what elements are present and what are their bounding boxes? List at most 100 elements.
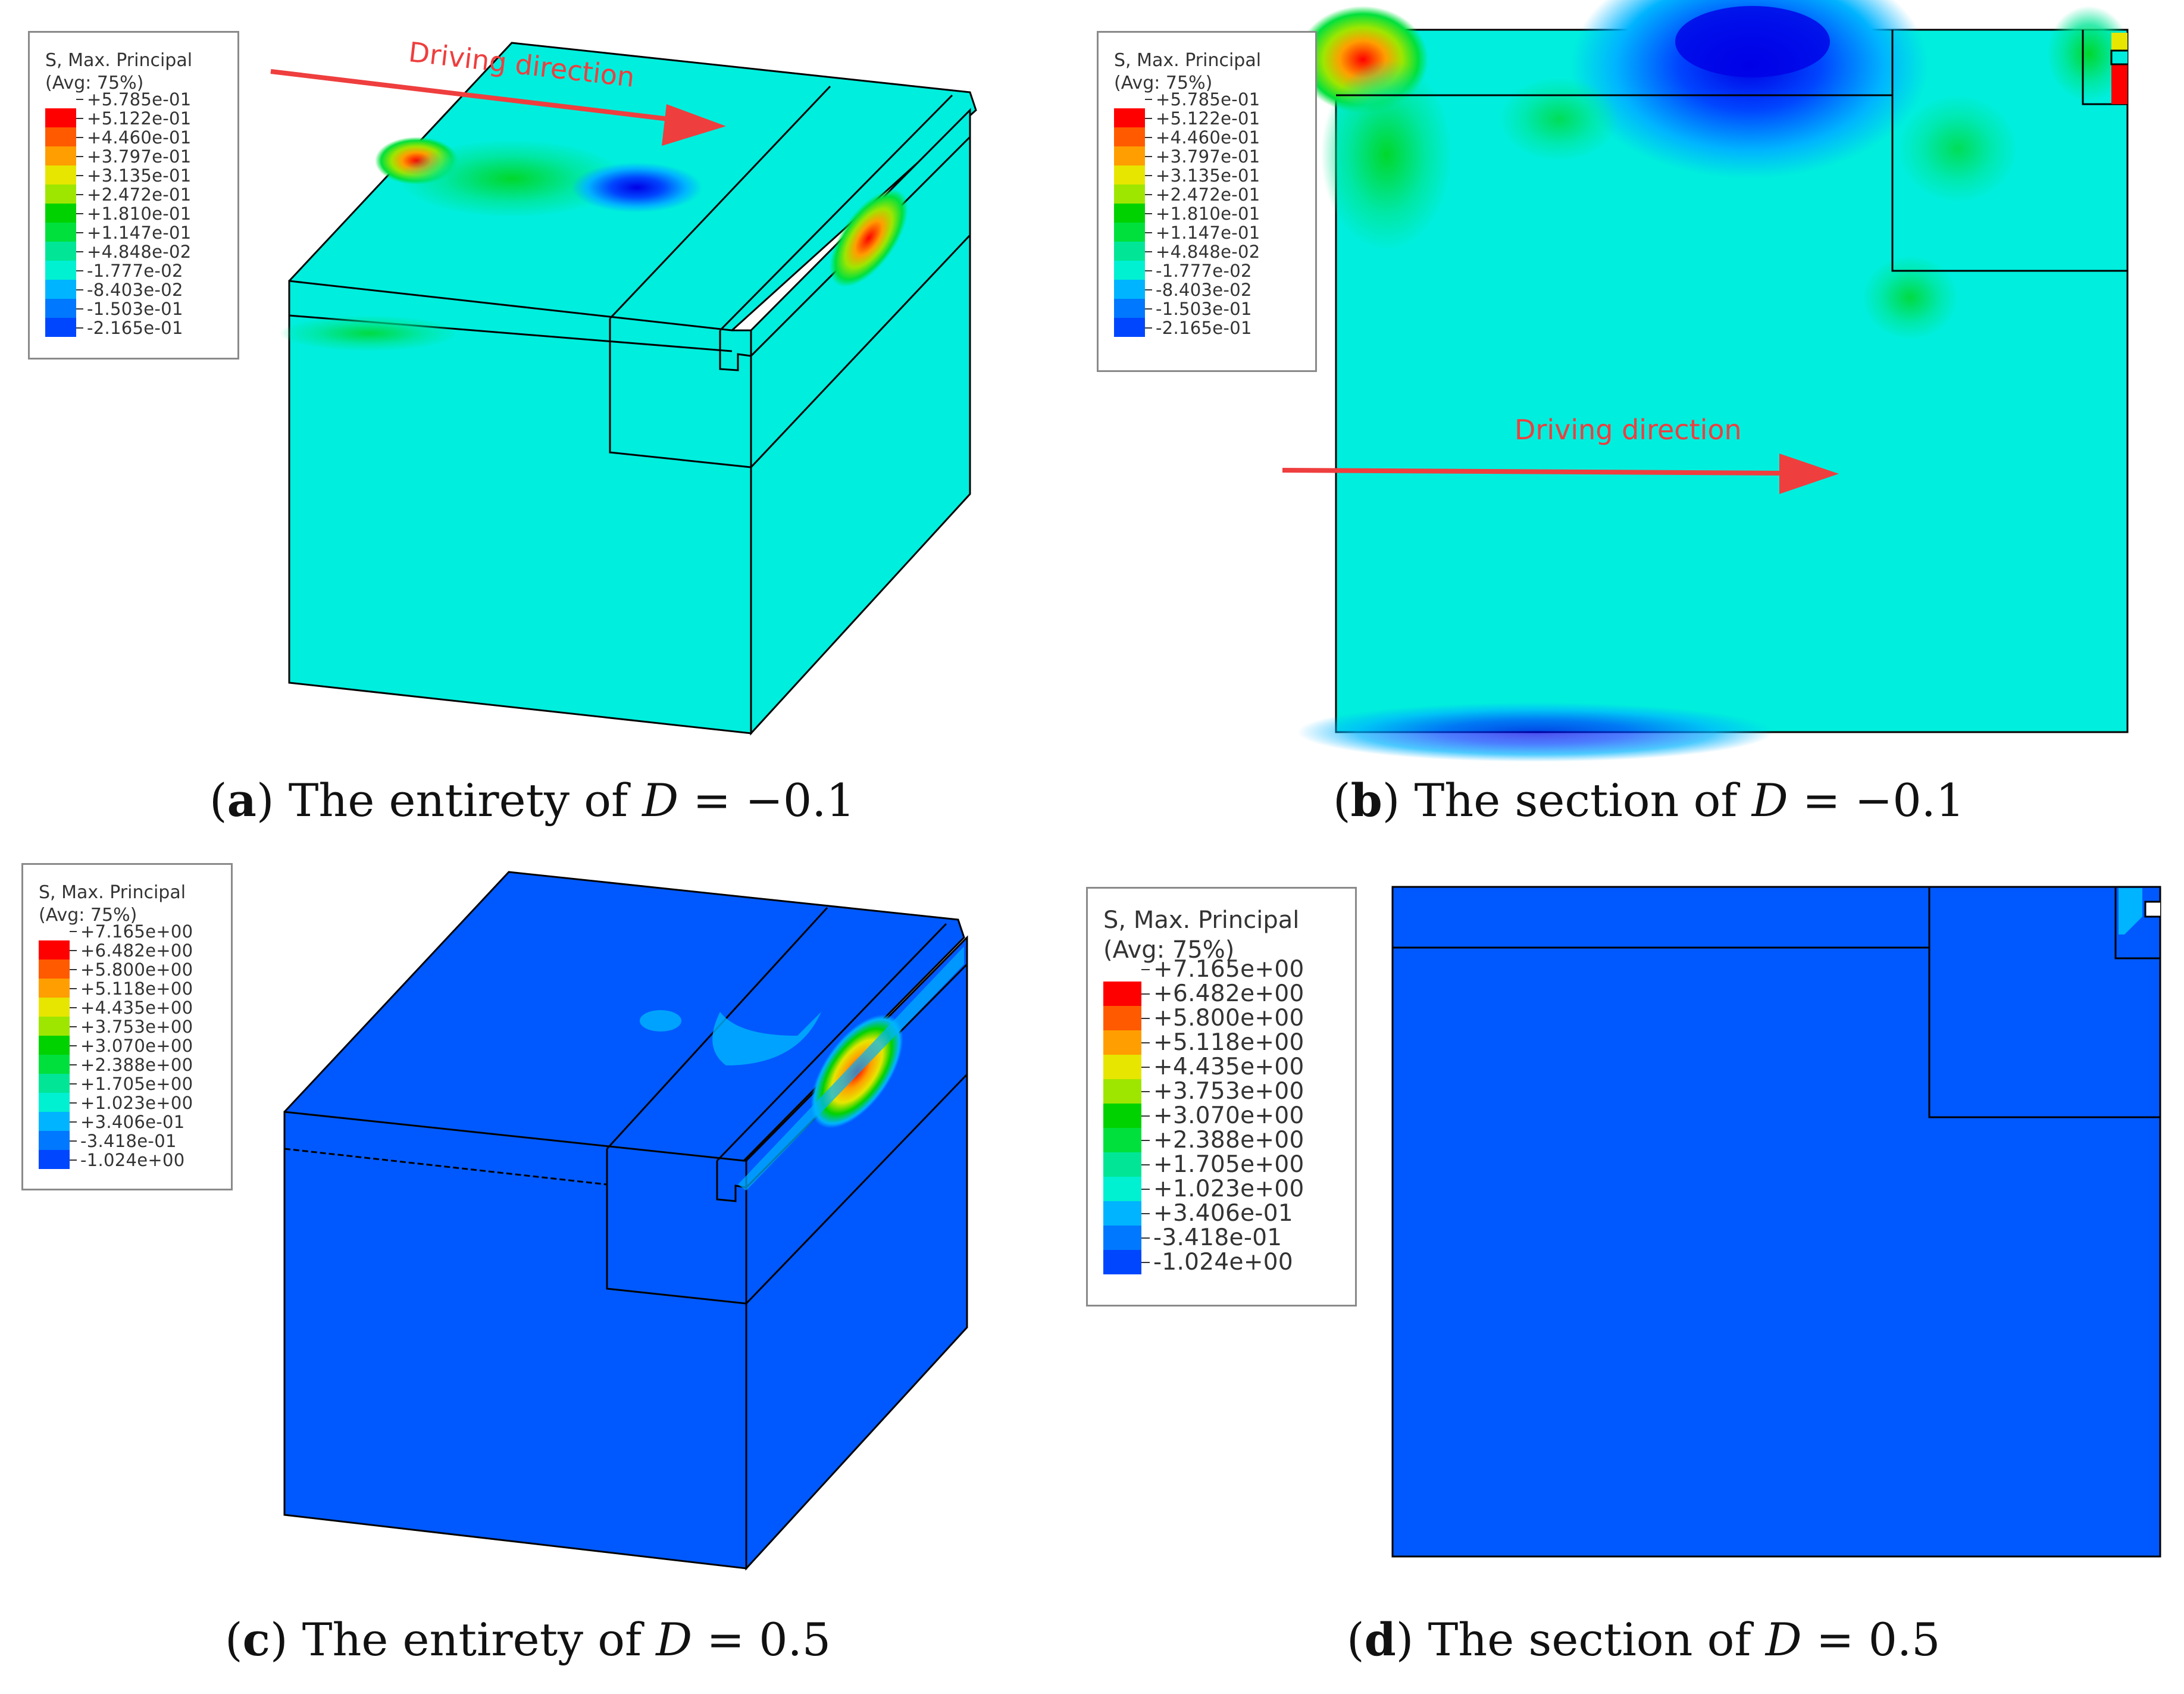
- legend-row: +3.753e+00: [1103, 1079, 1343, 1128]
- legend-d: S, Max. Principal(Avg: 75%)+7.165e+00+6.…: [1086, 887, 1357, 1307]
- legend-tick: [1141, 1091, 1150, 1092]
- legend-tick: [1145, 289, 1152, 290]
- legend-row: +4.460e-01: [45, 127, 226, 165]
- legend-label: -1.777e-02: [87, 261, 183, 281]
- legend-label: +3.135e-01: [1156, 165, 1260, 186]
- legend-swatch: [1114, 299, 1145, 318]
- legend-label: +1.705e+00: [80, 1074, 193, 1094]
- legend-swatch: [39, 1017, 70, 1036]
- legend-swatch: [1114, 223, 1145, 242]
- legend-tick: [1141, 1164, 1150, 1165]
- legend-tick: [70, 1045, 77, 1046]
- legend-subtitle: (Avg: 75%): [39, 905, 137, 926]
- legend-label: +5.800e+00: [80, 959, 193, 980]
- legend-tick: [70, 1007, 77, 1008]
- legend-tick: [76, 289, 83, 290]
- legend-swatch: [45, 204, 76, 223]
- legend-label: +3.406e-01: [1153, 1200, 1294, 1227]
- legend-tick: [70, 1102, 77, 1104]
- legend-swatch: [45, 318, 76, 337]
- legend-swatch: [39, 979, 70, 998]
- legend-label: +3.753e+00: [80, 1017, 193, 1037]
- legend-row: +5.122e-01: [1114, 108, 1303, 146]
- legend-tick: [76, 118, 83, 119]
- legend-scale: +7.165e+00+6.482e+00+5.800e+00+5.118e+00…: [1103, 957, 1343, 1287]
- legend-swatch: [1103, 1250, 1141, 1274]
- legend-label: +3.753e+00: [1153, 1078, 1304, 1105]
- legend-tick: [1145, 270, 1152, 271]
- legend-swatch: [1114, 108, 1145, 127]
- legend-row: +4.435e+00: [1103, 1054, 1343, 1104]
- legend-row: -8.403e-02: [1114, 280, 1303, 318]
- legend-row: -3.418e-01: [1103, 1225, 1343, 1274]
- legend-row: -1.024e+00: [1103, 1249, 1343, 1287]
- legend-tick: [1145, 118, 1152, 119]
- legend-row: +3.753e+00: [39, 1017, 219, 1055]
- legend-row: +5.800e+00: [1103, 1005, 1343, 1055]
- legend-label: -1.777e-02: [1156, 261, 1252, 281]
- legend-row: -1.777e-02: [45, 261, 226, 299]
- legend-label: +1.705e+00: [1153, 1151, 1304, 1178]
- legend-swatch: [39, 940, 70, 959]
- legend-label: +3.070e+00: [1153, 1102, 1304, 1129]
- legend-row: +1.023e+00: [1103, 1176, 1343, 1226]
- legend-row: +3.070e+00: [39, 1036, 219, 1074]
- caption-d: (d) The section of D = 0.5: [1347, 1613, 1941, 1666]
- caption-c-letter: c: [242, 1613, 270, 1666]
- legend-row: +1.023e+00: [39, 1093, 219, 1131]
- driving-direction-label-b: Driving direction: [1515, 414, 1742, 446]
- legend-scale: +7.165e+00+6.482e+00+5.800e+00+5.118e+00…: [39, 921, 219, 1179]
- legend-swatch: [1114, 204, 1145, 223]
- legend-tick: [70, 1140, 77, 1142]
- legend-row: -2.165e-01: [45, 318, 226, 347]
- legend-tick: [70, 1121, 77, 1123]
- legend-swatch: [45, 299, 76, 318]
- legend-swatch: [45, 280, 76, 299]
- legend-row: -2.165e-01: [1114, 318, 1303, 347]
- legend-label: +2.472e-01: [87, 185, 192, 205]
- caption-b-letter: b: [1350, 774, 1382, 827]
- legend-row: -8.403e-02: [45, 280, 226, 318]
- legend-row: -1.777e-02: [1114, 261, 1303, 299]
- legend-swatch: [45, 223, 76, 242]
- legend-label: -1.503e-01: [87, 299, 183, 319]
- legend-row: +4.848e-02: [45, 242, 226, 280]
- legend-row: +4.435e+00: [39, 998, 219, 1036]
- legend-label: +6.482e+00: [80, 940, 193, 961]
- legend-label: +4.460e-01: [87, 127, 192, 148]
- legend-row: +1.810e-01: [45, 204, 226, 242]
- legend-swatch: [1103, 1177, 1141, 1201]
- legend-label: -1.024e+00: [1153, 1249, 1294, 1276]
- legend-label: +1.810e-01: [87, 204, 192, 224]
- caption-c-text: The entirety of: [302, 1613, 642, 1666]
- legend-tick: [1145, 99, 1152, 100]
- legend-swatch: [1103, 1104, 1141, 1128]
- panel-d-model: [1391, 886, 2161, 1558]
- legend-tick: [1145, 175, 1152, 176]
- legend-title: S, Max. Principal: [45, 50, 193, 71]
- legend-swatch: [1103, 1006, 1141, 1030]
- legend-swatch: [45, 261, 76, 280]
- legend-tick: [76, 308, 83, 310]
- legend-swatch: [1103, 1201, 1141, 1226]
- legend-row: +3.797e-01: [1114, 146, 1303, 185]
- legend-swatch: [1114, 185, 1145, 204]
- legend-tick: [70, 988, 77, 989]
- legend-c: S, Max. Principal(Avg: 75%)+7.165e+00+6.…: [21, 863, 233, 1190]
- legend-tick: [70, 1083, 77, 1084]
- legend-tick: [70, 1026, 77, 1027]
- legend-tick: [1141, 1042, 1150, 1043]
- legend-row: +5.118e+00: [39, 979, 219, 1017]
- legend-label: -8.403e-02: [1156, 280, 1252, 300]
- legend-row: +1.147e-01: [45, 223, 226, 261]
- caption-a-text: The entirety of: [288, 774, 628, 827]
- legend-tick: [70, 950, 77, 951]
- legend-row: +5.122e-01: [45, 108, 226, 146]
- legend-title: S, Max. Principal: [1103, 907, 1300, 934]
- caption-d-letter: d: [1364, 1613, 1396, 1666]
- legend-tick: [76, 99, 83, 100]
- legend-label: +5.118e+00: [80, 979, 193, 999]
- legend-tick: [76, 194, 83, 195]
- legend-row: +3.406e-01: [1103, 1201, 1343, 1250]
